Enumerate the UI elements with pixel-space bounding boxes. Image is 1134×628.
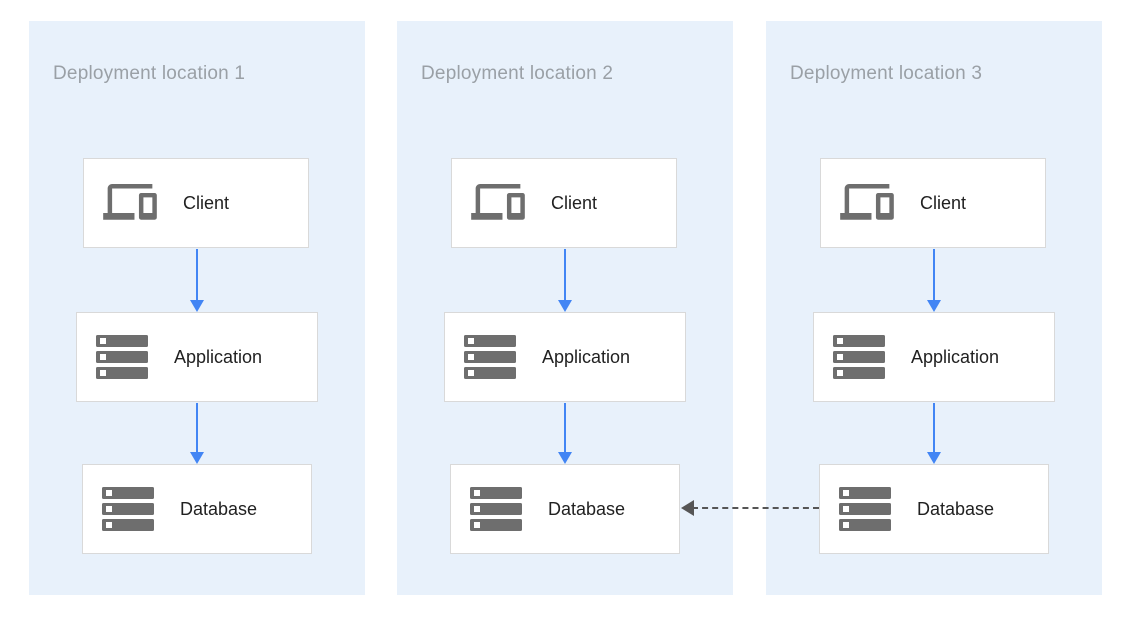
client-node: Client [83,158,309,248]
arrow-application-to-database [190,403,204,464]
application-node: Application [76,312,318,402]
node-label: Client [551,192,598,213]
node-label: Database [548,498,626,519]
devices-icon [840,184,894,222]
arrow-client-to-application [558,249,572,312]
server-stack-icon [102,487,154,531]
server-stack-icon [470,487,522,531]
arrow-application-to-database [558,403,572,464]
arrow-client-to-application [190,249,204,312]
node-label: Application [911,346,1000,367]
arrow-application-to-database [927,403,941,464]
deployment-location-2-panel: Deployment location 2 Client [397,21,733,595]
client-node: Client [451,158,677,248]
database-node: Database [82,464,312,554]
node-label: Database [180,498,258,519]
database-node: Database [819,464,1049,554]
node-label: Application [174,346,263,367]
replication-arrow-database3-to-database2 [681,500,819,516]
server-stack-icon [96,335,148,379]
devices-icon [471,184,525,222]
application-node: Application [444,312,686,402]
node-label: Database [917,498,995,519]
server-stack-icon [464,335,516,379]
arrow-client-to-application [927,249,941,312]
node-label: Application [542,346,631,367]
server-stack-icon [839,487,891,531]
panel-title: Deployment location 2 [421,63,614,84]
node-label: Client [920,192,967,213]
deployment-location-1-panel: Deployment location 1 Client [29,21,365,595]
application-node: Application [813,312,1055,402]
client-node: Client [820,158,1046,248]
database-node: Database [450,464,680,554]
node-label: Client [183,192,230,213]
devices-icon [103,184,157,222]
server-stack-icon [833,335,885,379]
panel-title: Deployment location 1 [53,63,246,84]
deployment-location-3-panel: Deployment location 3 Client [766,21,1102,595]
panel-title: Deployment location 3 [790,63,983,84]
